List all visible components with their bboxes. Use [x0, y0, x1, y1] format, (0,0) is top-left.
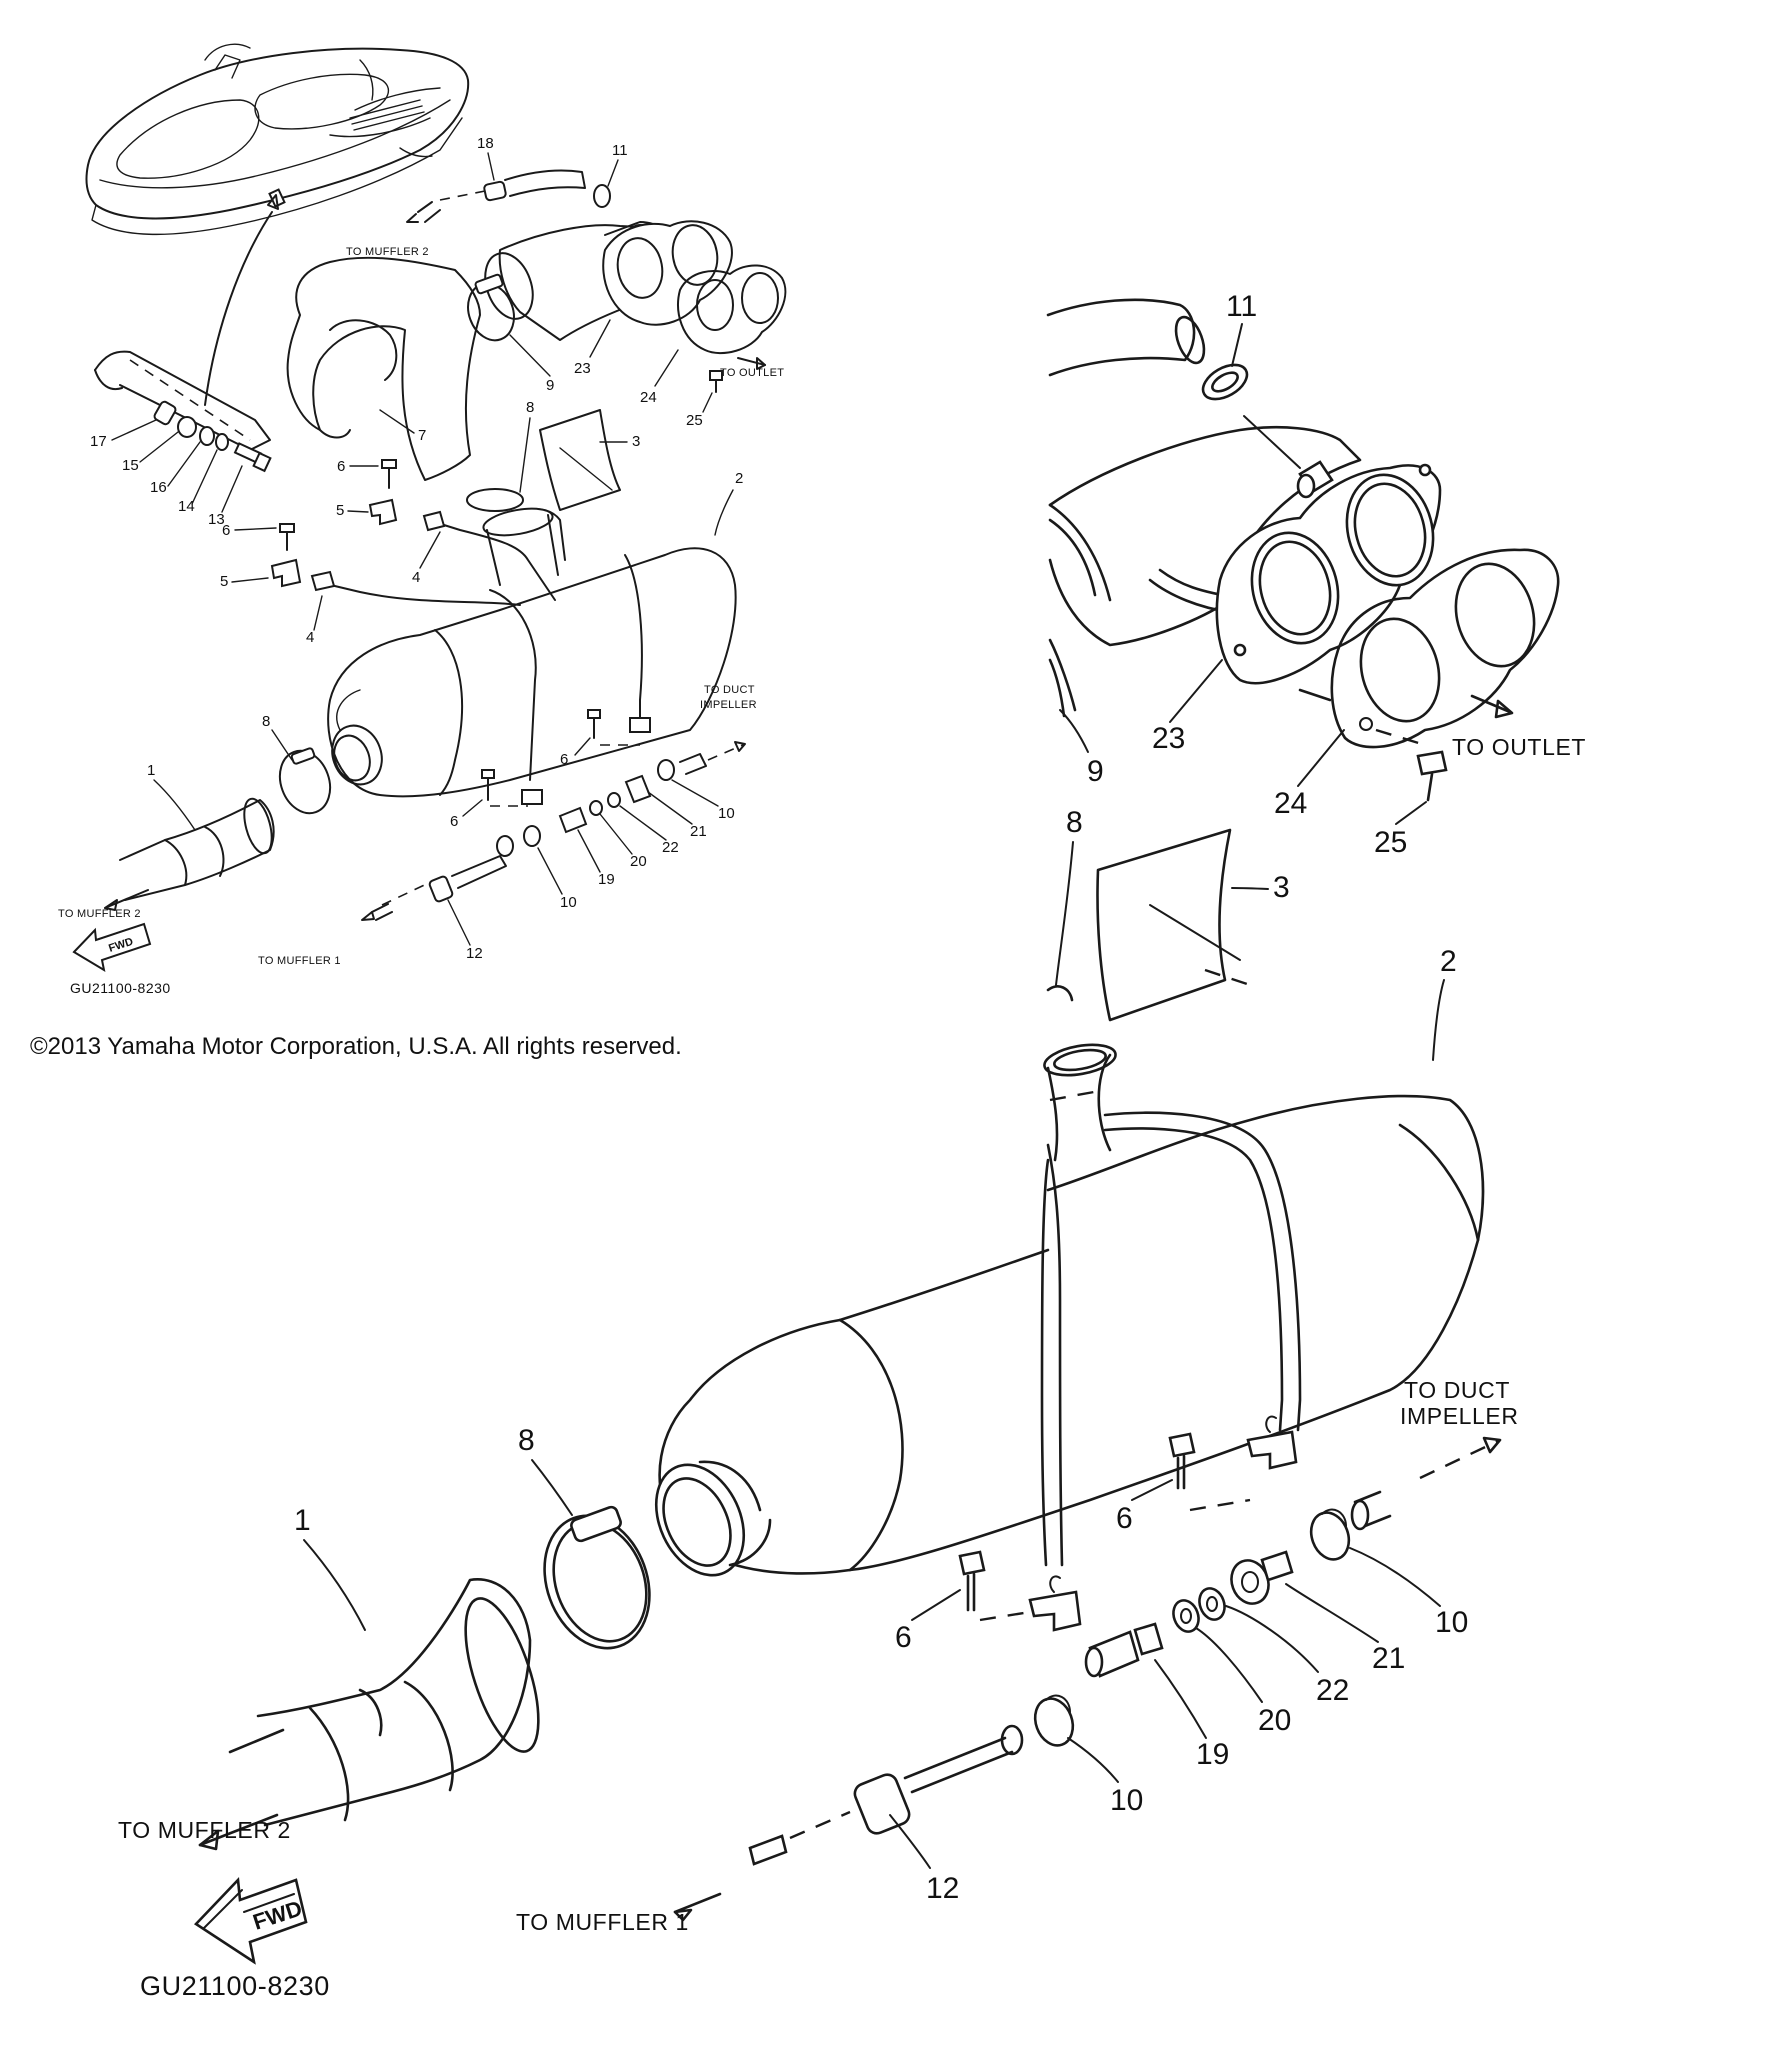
callout-number: 3 — [1273, 871, 1290, 904]
callout-number: 22 — [1316, 1674, 1349, 1707]
callout-number: 11 — [1226, 290, 1257, 323]
overview-label-to-muffler-2-bottom: TO MUFFLER 2 — [58, 908, 141, 920]
copyright-notice: ©2013 Yamaha Motor Corporation, U.S.A. A… — [30, 1033, 682, 1060]
callout-number: 4 — [306, 629, 314, 646]
overview-label-to-muffler-2-top: TO MUFFLER 2 — [346, 246, 429, 258]
callout-number: 6 — [450, 813, 458, 830]
callout-number: 19 — [1196, 1738, 1229, 1771]
callout-number: 10 — [1435, 1606, 1468, 1639]
callout-number: 8 — [262, 713, 270, 730]
overview-label-impeller: IMPELLER — [700, 699, 757, 711]
callout-number: 12 — [926, 1872, 959, 1905]
callout-number: 6 — [560, 751, 568, 768]
callout-number: 19 — [598, 871, 615, 888]
callout-number: 1 — [294, 1504, 311, 1537]
callout-number: 23 — [1152, 722, 1185, 755]
callout-number: 10 — [718, 805, 735, 822]
callout-number: 17 — [90, 433, 107, 450]
overview-label-to-outlet: TO OUTLET — [720, 367, 784, 379]
overview-label-to-duct: TO DUCT — [704, 684, 755, 696]
callout-number: 10 — [560, 894, 577, 911]
callout-number: 2 — [735, 470, 743, 487]
callout-number: 13 — [208, 511, 225, 528]
callout-number: 25 — [1374, 826, 1407, 859]
detail-label-impeller: IMPELLER — [1400, 1403, 1519, 1429]
callout-number: 10 — [1110, 1784, 1143, 1817]
callout-number: 23 — [574, 360, 591, 377]
callout-number: 9 — [1087, 755, 1104, 788]
fwd-arrow-large-icon: FWD — [193, 1877, 308, 1965]
callout-number: 21 — [1372, 1642, 1405, 1675]
callout-number: 6 — [1116, 1502, 1133, 1535]
callout-number: 3 — [632, 433, 640, 450]
callout-number: 24 — [1274, 787, 1307, 820]
callout-number: 18 — [477, 135, 494, 152]
detail-diagram: 11 23 24 TO OUTLET — [118, 290, 1586, 2001]
detail-label-to-muffler-2: TO MUFFLER 2 — [118, 1817, 291, 1843]
callout-number: 12 — [466, 945, 483, 962]
callout-number: 9 — [546, 377, 554, 394]
callout-number: 24 — [640, 389, 657, 406]
callout-number: 6 — [337, 458, 345, 475]
callout-number: 11 — [612, 142, 628, 159]
callout-number: 20 — [1258, 1704, 1291, 1737]
overview-label-to-muffler-1: TO MUFFLER 1 — [258, 955, 341, 967]
callout-number: 6 — [895, 1621, 912, 1654]
callout-number: 15 — [122, 457, 139, 474]
callout-number: 1 — [147, 762, 155, 779]
callout-number: 22 — [662, 839, 679, 856]
detail-label-to-muffler-1: TO MUFFLER 1 — [516, 1909, 689, 1935]
overview-diagram-code: GU21100-8230 — [70, 980, 171, 996]
callout-number: 6 — [222, 522, 230, 539]
overview-diagram: 18 TO MUFFLER 2 11 23 24 TO OUTLET 25 — [58, 43, 787, 996]
callout-number: 2 — [1440, 945, 1457, 978]
callout-number: 4 — [412, 569, 420, 586]
callout-number: 8 — [518, 1424, 535, 1457]
callout-number: 20 — [630, 853, 647, 870]
detail-label-to-duct: TO DUCT — [1404, 1377, 1510, 1403]
callout-number: 7 — [418, 427, 426, 444]
detail-diagram-code: GU21100-8230 — [140, 1971, 330, 2001]
callout-number: 21 — [690, 823, 707, 840]
callout-number: 5 — [220, 573, 228, 590]
callout-number: 8 — [1066, 806, 1083, 839]
callout-number: 25 — [686, 412, 703, 429]
callout-number: 8 — [526, 399, 534, 416]
callout-number: 5 — [336, 502, 344, 519]
callout-number: 16 — [150, 479, 167, 496]
watercraft-illustration — [85, 43, 470, 236]
fwd-arrow-small-icon: FWD — [72, 922, 152, 973]
callout-number: 14 — [178, 498, 195, 515]
detail-label-to-outlet: TO OUTLET — [1452, 734, 1586, 760]
